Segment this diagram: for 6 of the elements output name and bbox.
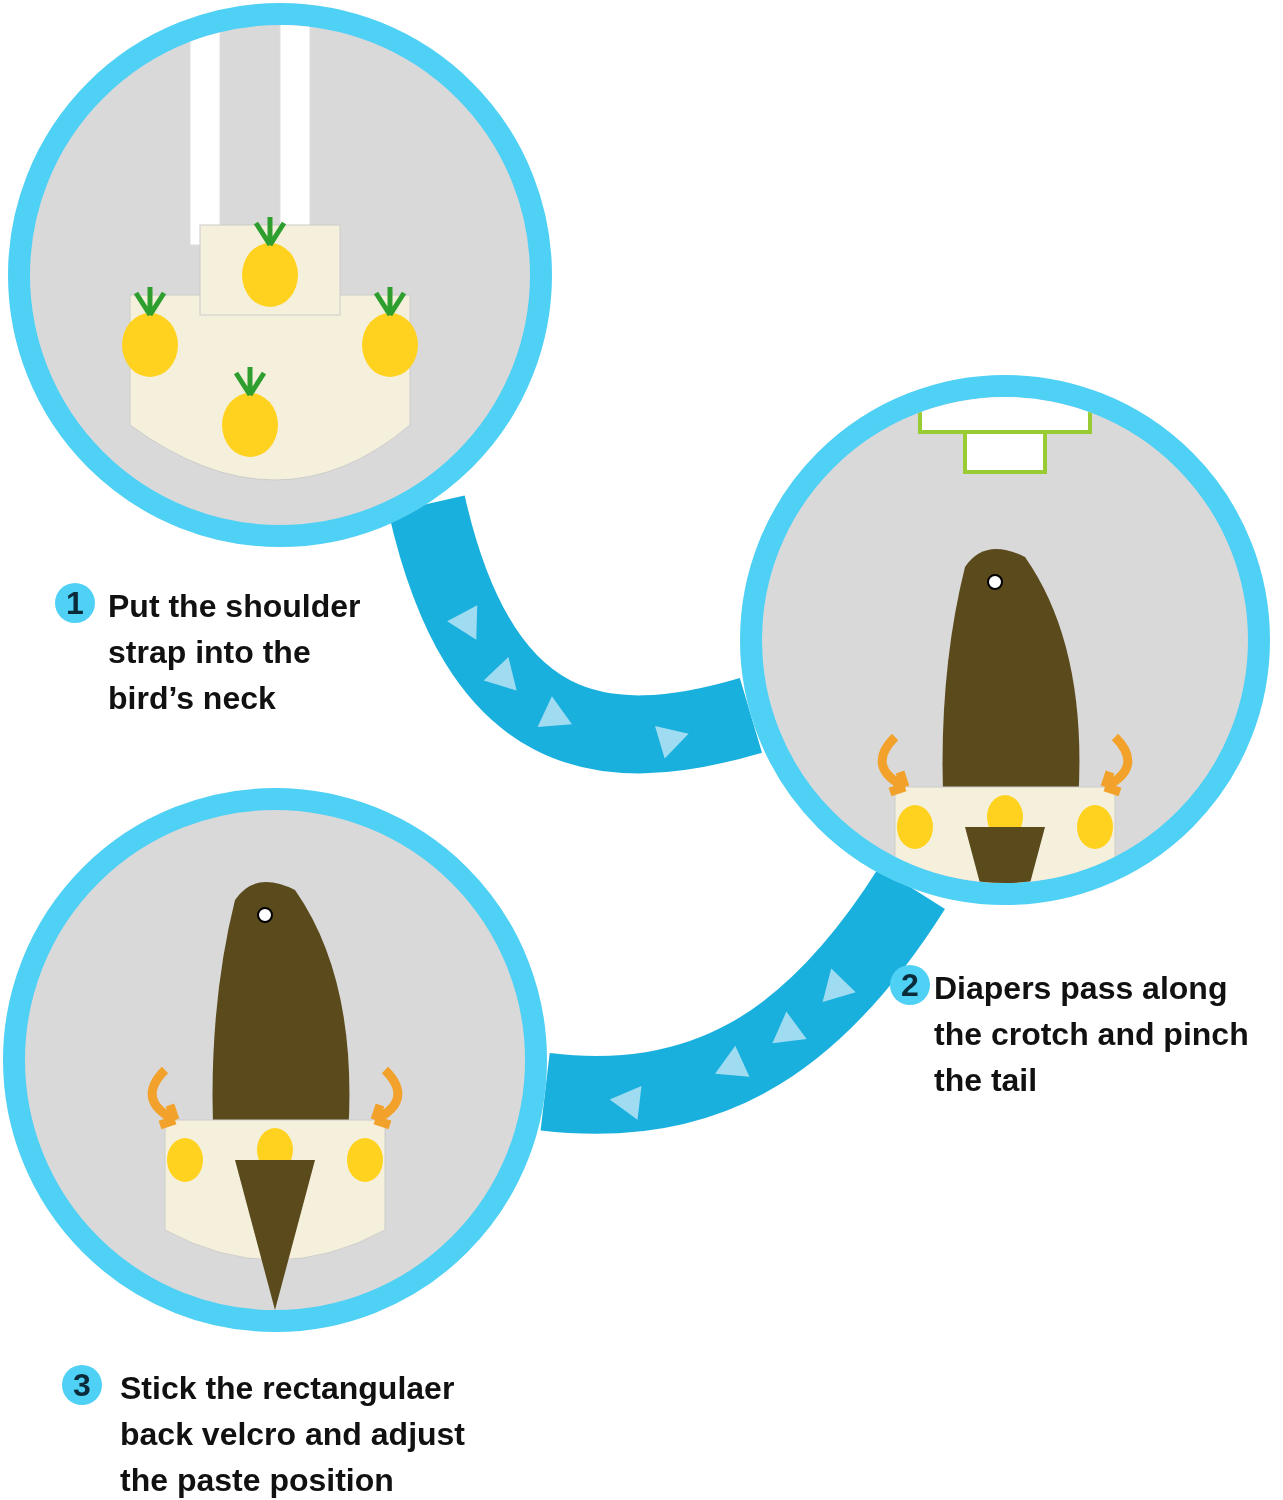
step-instruction: Diapers pass along the crotch and pinch the tail: [934, 969, 1250, 1100]
step-instruction: Put the shoulder strap into the bird’s neck: [108, 587, 362, 718]
step-instruction: Stick the rectangulaer back velcro and adjust the paste position: [120, 1369, 466, 1500]
step-number-badge: 1: [55, 583, 95, 623]
step-number-badge: 3: [62, 1365, 102, 1405]
step-number-badge: 2: [890, 965, 930, 1005]
